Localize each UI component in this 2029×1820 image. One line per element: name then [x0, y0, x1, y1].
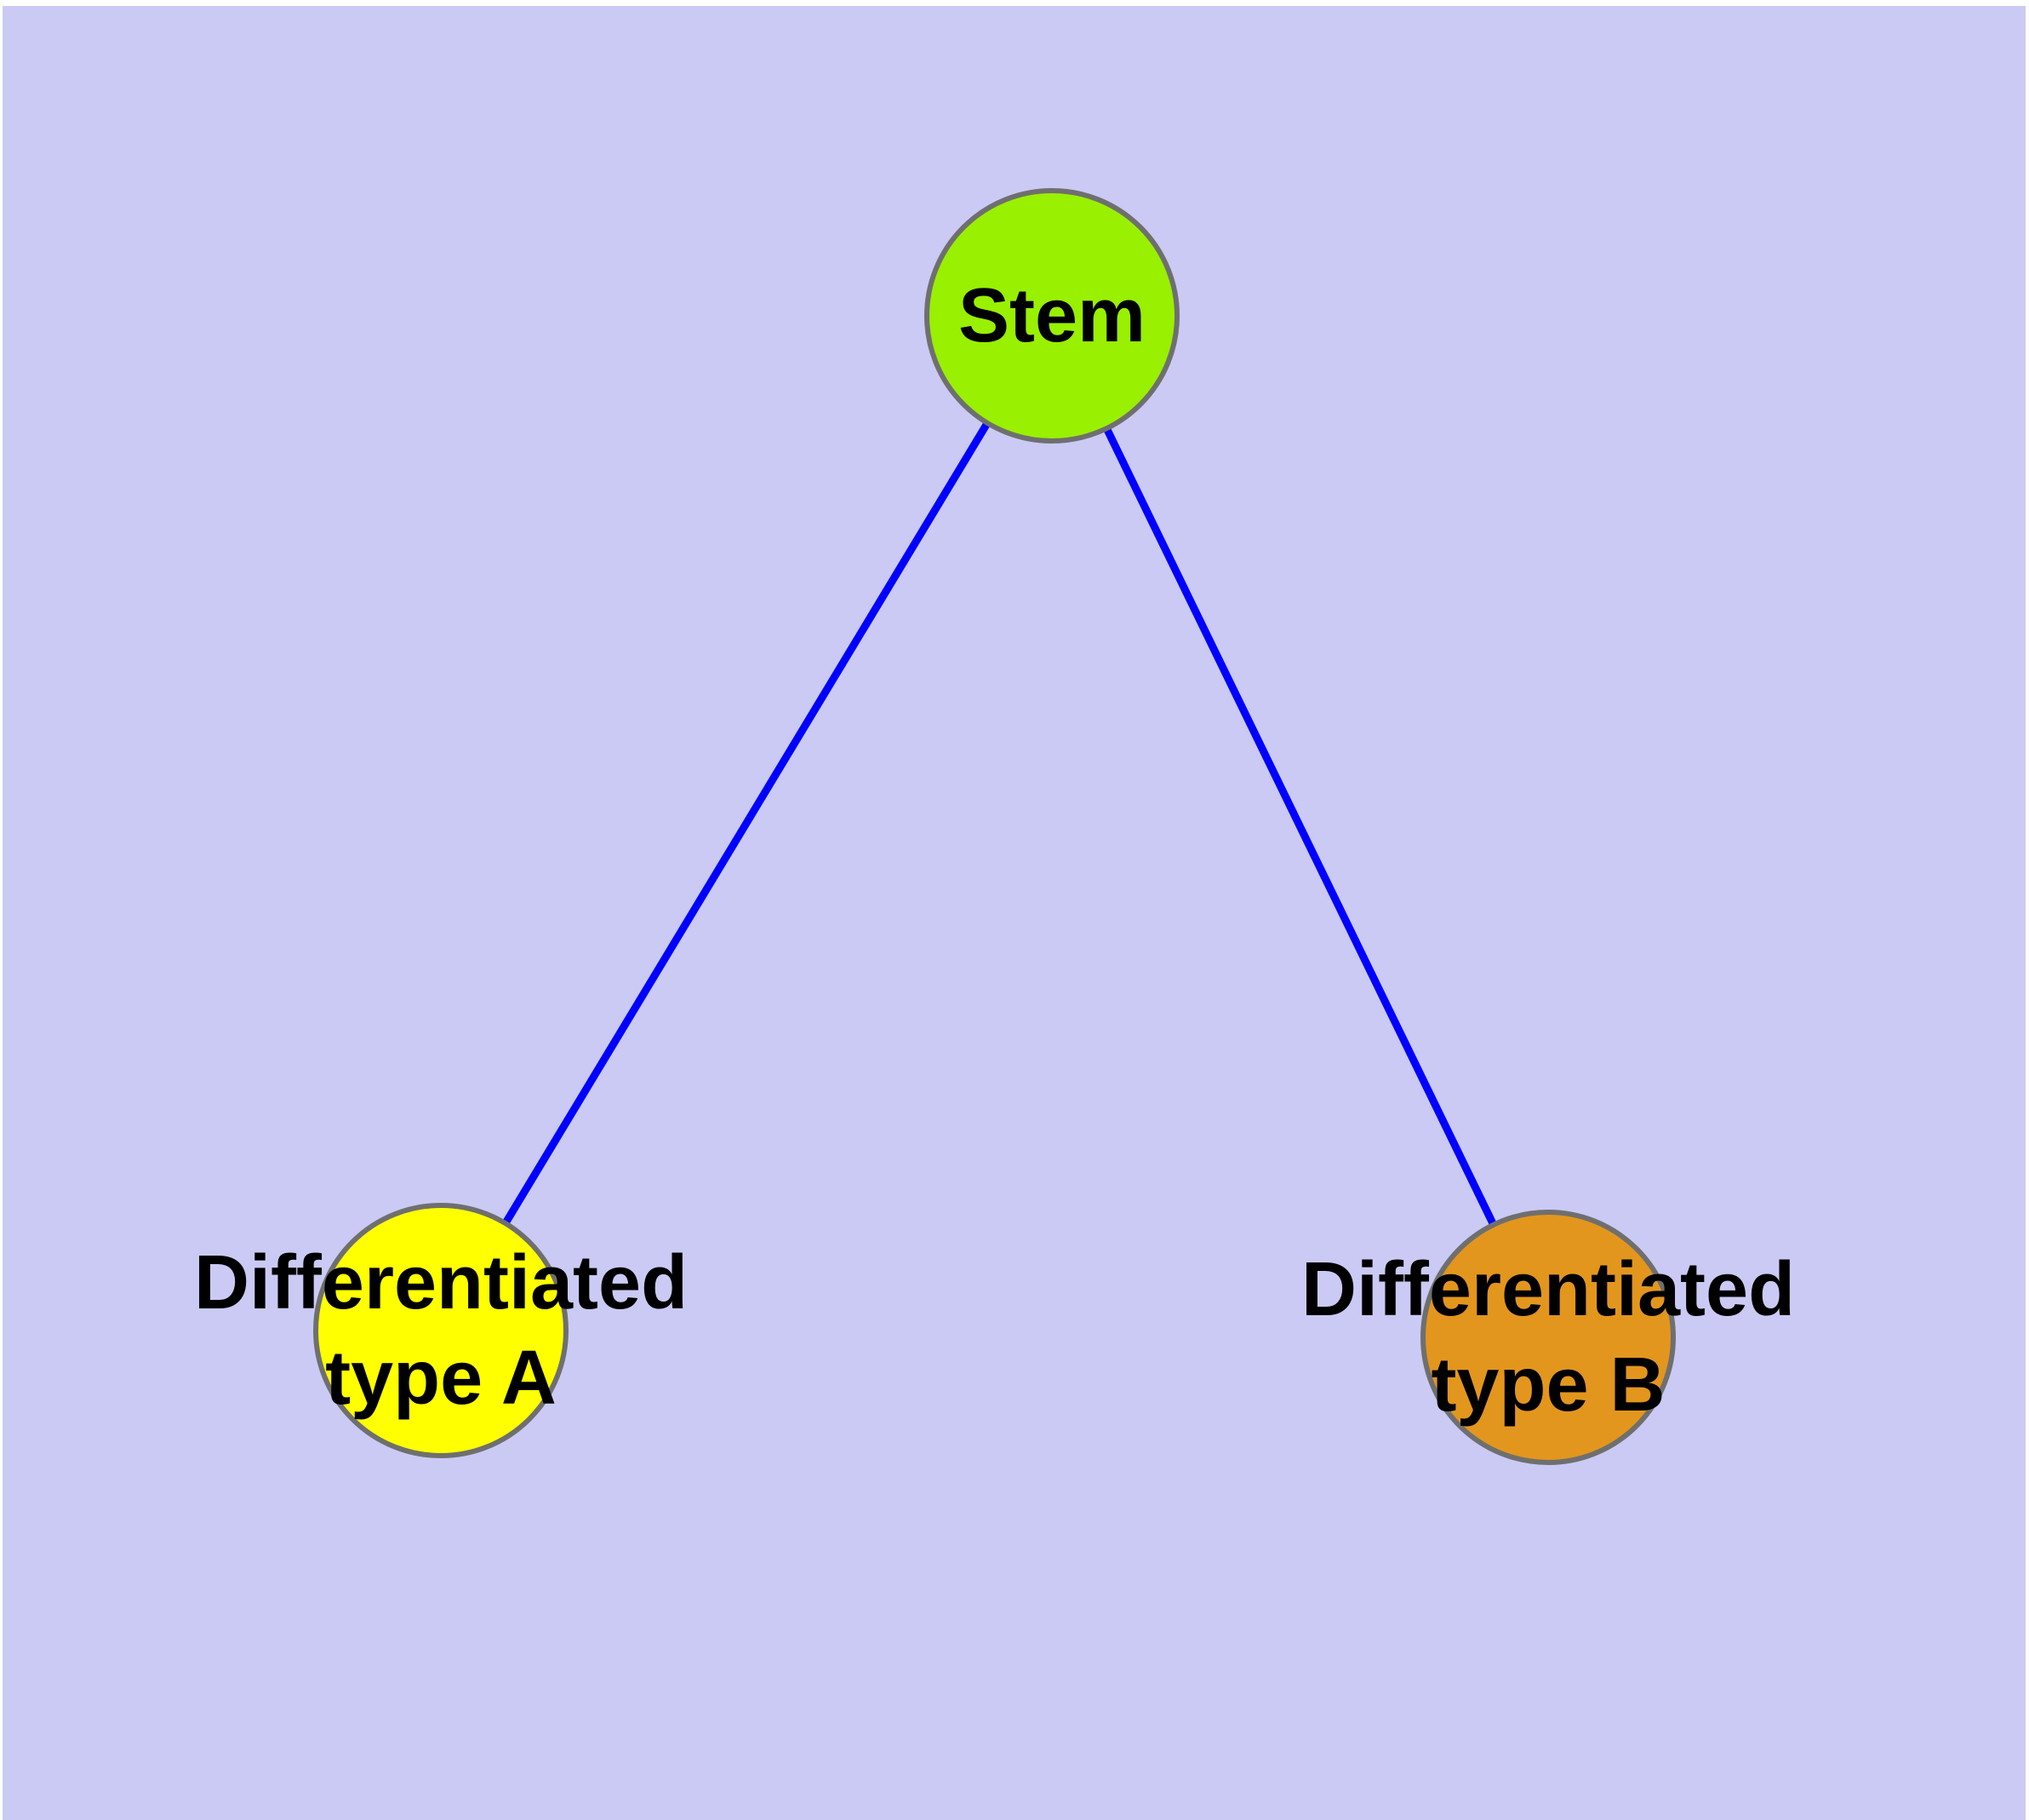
node-label-differentiated-type-b: Differentiated type B	[1301, 1242, 1795, 1433]
node-differentiated-type-b	[1420, 1210, 1676, 1465]
node-label-differentiated-type-a: Differentiated type A	[194, 1235, 688, 1426]
edge-stem-to-differentiated-type-a	[437, 313, 1055, 1333]
node-label-line: Differentiated	[1300, 1247, 1796, 1332]
node-label-line: type A	[325, 1336, 557, 1421]
node-label-line: type B	[1431, 1342, 1666, 1428]
node-label-line: Stem	[957, 273, 1146, 358]
node-label-stem: Stem	[958, 268, 1146, 363]
edge-stem-to-differentiated-type-b	[1048, 314, 1552, 1339]
node-stem	[924, 188, 1180, 444]
node-label-line: Differentiated	[193, 1240, 689, 1325]
node-differentiated-type-a	[313, 1203, 569, 1458]
